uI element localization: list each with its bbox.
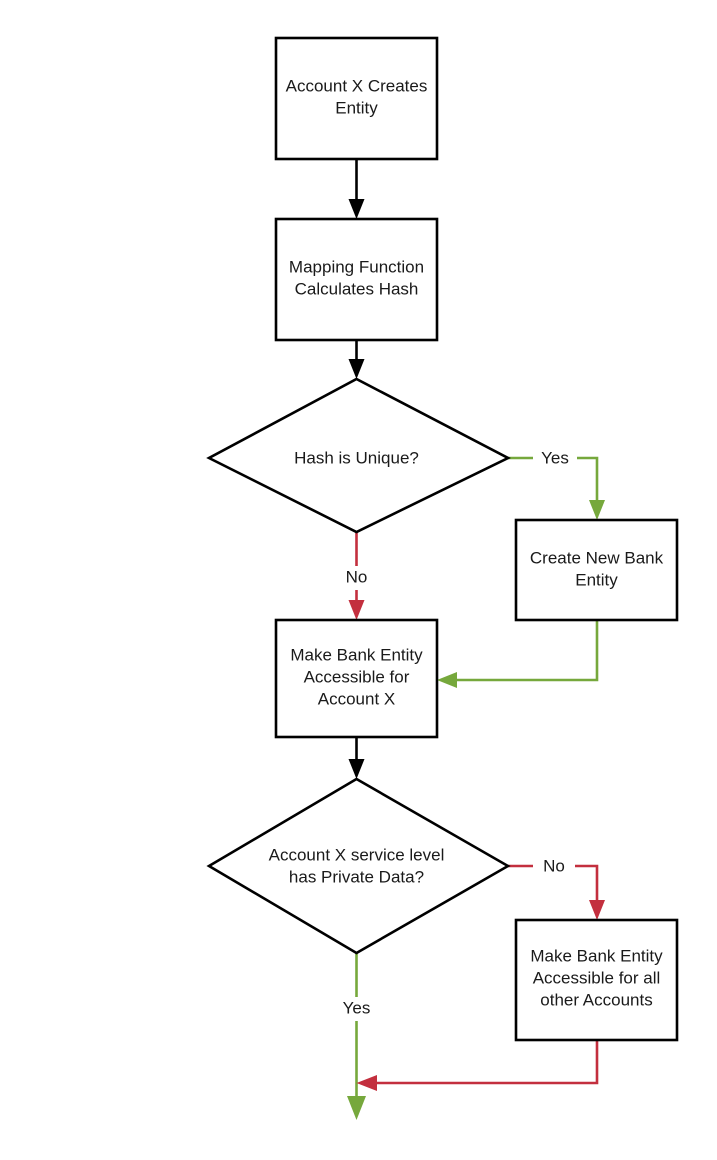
node-label-line2: has Private Data?: [289, 867, 424, 886]
node-label-line2: Accessible for: [304, 667, 410, 686]
edge-hash-unique-yes-to-create-bank: Yes: [508, 446, 605, 520]
node-diamond[interactable]: [206, 377, 511, 534]
node-label-line2: Entity: [575, 570, 618, 589]
edge-label-no: No: [543, 856, 565, 875]
node-label-line1: Create New Bank: [530, 548, 664, 567]
node-label-line2: Entity: [335, 98, 378, 117]
node-box[interactable]: [274, 217, 439, 342]
arrowhead-down-icon: [348, 199, 365, 219]
arrowhead-down-icon: [348, 359, 365, 379]
node-box[interactable]: [514, 518, 679, 622]
edge-create-entity-to-mapping: [348, 159, 365, 219]
edge-private-data-no-to-make-all-accessible: No: [508, 854, 605, 920]
node-label-line3: other Accounts: [540, 990, 652, 1009]
node-hash-is-unique-decision[interactable]: Hash is Unique?: [206, 377, 511, 534]
node-label-line1: Hash is Unique?: [294, 448, 419, 467]
arrowhead-down-icon: [589, 900, 605, 920]
edge-make-accessible-to-private-data-decision: [348, 737, 365, 779]
node-label-line2: Calculates Hash: [295, 279, 419, 298]
edge-label-backdrop: [334, 566, 380, 590]
node-box[interactable]: [514, 918, 679, 1042]
node-account-x-private-data-decision[interactable]: Account X service level has Private Data…: [206, 777, 511, 955]
edge-label-backdrop: [533, 446, 577, 470]
node-make-bank-entity-accessible-account-x[interactable]: Make Bank Entity Accessible for Account …: [274, 618, 439, 739]
edge-label-no: No: [346, 567, 368, 586]
edge-create-bank-to-make-accessible: [437, 620, 599, 688]
edge-label-backdrop: [533, 854, 575, 878]
node-box[interactable]: [274, 618, 439, 739]
node-label-line2: Accessible for all: [533, 968, 661, 987]
node-label-line1: Make Bank Entity: [530, 946, 663, 965]
edge-hash-unique-no-to-make-accessible: No: [334, 532, 380, 620]
node-label-line3: Account X: [318, 689, 396, 708]
arrowhead-down-icon: [589, 500, 605, 520]
node-box[interactable]: [274, 36, 439, 161]
arrowhead-left-icon: [356, 1075, 377, 1091]
node-diamond[interactable]: [206, 777, 511, 955]
edge-make-all-accessible-to-end: [356, 1040, 599, 1091]
node-label-line1: Account X Creates: [286, 76, 428, 95]
edge-private-data-yes-to-end: Yes: [330, 953, 382, 1120]
edge-line: [370, 1040, 599, 1085]
arrowhead-down-icon: [348, 600, 365, 620]
edge-label-backdrop: [330, 997, 382, 1021]
node-label-line1: Mapping Function: [289, 257, 424, 276]
node-mapping-function-calculates-hash[interactable]: Mapping Function Calculates Hash: [274, 217, 439, 342]
edge-line: [508, 456, 599, 506]
edge-line: [451, 620, 599, 682]
edge-line: [508, 864, 599, 906]
node-label-line1: Account X service level: [269, 845, 445, 864]
node-label-line1: Make Bank Entity: [290, 645, 423, 664]
node-make-bank-entity-accessible-all-accounts[interactable]: Make Bank Entity Accessible for all othe…: [514, 918, 679, 1042]
node-account-x-creates-entity[interactable]: Account X Creates Entity: [274, 36, 439, 161]
arrowhead-down-icon: [348, 759, 365, 779]
node-create-new-bank-entity[interactable]: Create New Bank Entity: [514, 518, 679, 622]
edge-label-yes: Yes: [541, 448, 569, 467]
arrowhead-left-icon: [437, 672, 457, 688]
edge-mapping-to-hash-decision: [348, 340, 365, 379]
edge-label-yes: Yes: [343, 998, 371, 1017]
arrowhead-down-icon: [347, 1096, 366, 1120]
